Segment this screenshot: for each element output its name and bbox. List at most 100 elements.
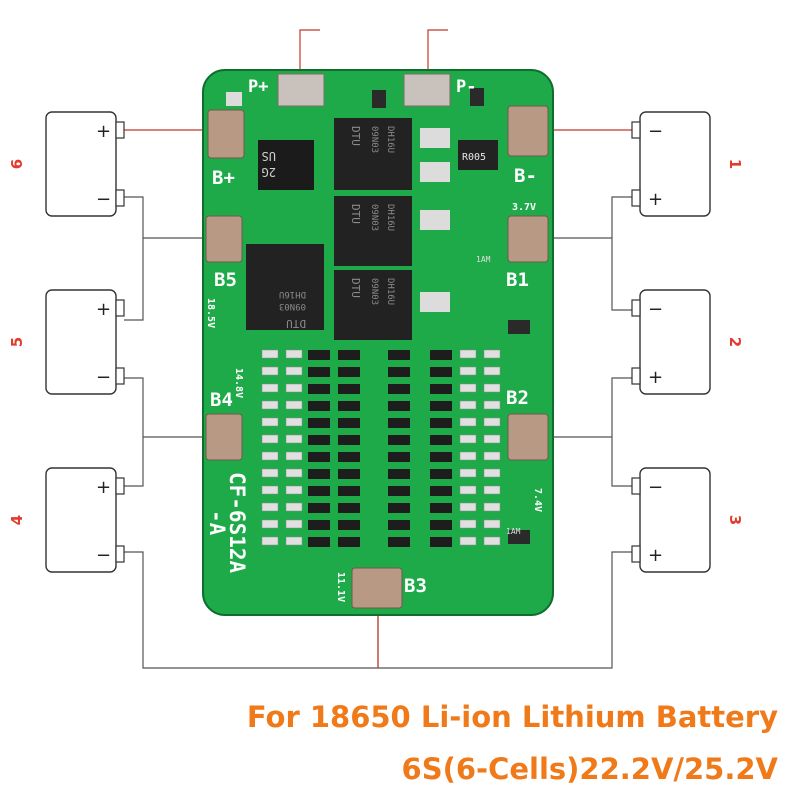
battery-body (45, 467, 117, 573)
b3-pad (351, 567, 403, 609)
v74-silk: 7.4V (532, 488, 543, 512)
smd-ic (338, 350, 360, 360)
b2-silk: B2 (506, 387, 529, 409)
smd-ic (308, 384, 330, 394)
smd-resistor (483, 417, 501, 427)
b5-pad (205, 215, 243, 263)
b1-pad (507, 215, 549, 263)
mosfet-code-2b: DH16U (385, 204, 395, 231)
battery-top-sign: − (648, 121, 663, 142)
battery-top-sign: − (648, 299, 663, 320)
v37-silk: 3.7V (512, 202, 536, 213)
battery-terminal (115, 545, 125, 563)
smd-resistor (285, 400, 303, 410)
smd-ic (430, 384, 452, 394)
cell-number-label: 5 (8, 337, 26, 347)
smd-resistor (459, 366, 477, 376)
smd-resistor (483, 434, 501, 444)
output-leads (299, 29, 448, 88)
smd-resistor (261, 400, 279, 410)
battery-bottom-sign: + (648, 367, 663, 388)
battery-body (45, 111, 117, 217)
smd-resistor (261, 536, 279, 546)
mosfet-code-3b: DH16U (385, 278, 395, 305)
mosfet-code-4a: 09N03 (279, 301, 306, 311)
p-plus-pad (277, 73, 325, 107)
smd-ic (308, 435, 330, 445)
mosfet-code-1b: DH16U (385, 126, 395, 153)
b-plus-pad (207, 109, 245, 159)
battery-terminal (631, 299, 641, 317)
smd-ic (308, 537, 330, 547)
smd-resistor (285, 536, 303, 546)
smd-ic (388, 520, 410, 530)
battery-cell-1: −+1 (631, 111, 744, 217)
battery-terminal (115, 367, 125, 385)
smd-ic (388, 384, 410, 394)
smd-resistor (483, 468, 501, 478)
smd-resistor (459, 434, 477, 444)
b-minus-pad (507, 105, 549, 157)
battery-body (639, 289, 711, 395)
cell-number-label: 1 (726, 159, 744, 169)
smd-resistor (261, 434, 279, 444)
smd-resistor (261, 366, 279, 376)
mosfet-code-4b: DH16U (279, 289, 306, 299)
smd-resistor (261, 451, 279, 461)
smd-ic (308, 401, 330, 411)
smd-ic (388, 503, 410, 513)
battery-top-sign: + (96, 477, 111, 498)
smd-resistor (459, 485, 477, 495)
smd-resistor (459, 468, 477, 478)
smd-ic (338, 503, 360, 513)
smd-resistor (261, 485, 279, 495)
smd-resistor (483, 536, 501, 546)
smd-resistor (459, 451, 477, 461)
cell-number-label: 6 (8, 159, 26, 169)
b2-pad (507, 413, 549, 461)
smd-1am-label-b: 1AM (506, 527, 521, 536)
smd-ic (338, 520, 360, 530)
r005-resistor (458, 140, 498, 170)
mosfet-code-1a: 09N03 (369, 126, 379, 153)
b-minus-silk: B- (514, 165, 537, 187)
caption-line-1: For 18650 Li-ion Lithium Battery (246, 700, 778, 734)
battery-top-sign: − (648, 477, 663, 498)
smd-resistor (459, 400, 477, 410)
smd-resistor (459, 383, 477, 393)
caption-line-2: 6S(6-Cells)22.2V/25.2V (401, 752, 778, 786)
p-plus-silk: P+ (248, 77, 268, 97)
mosfet-code-2a: 09N03 (369, 204, 379, 231)
smd-resistor (483, 502, 501, 512)
smd-resistor (483, 366, 501, 376)
smd-resistor (261, 383, 279, 393)
smd-ic (388, 452, 410, 462)
smd-resistor (459, 417, 477, 427)
battery-cell-2: −+2 (631, 289, 744, 395)
battery-terminal (631, 477, 641, 495)
smd-ic (338, 367, 360, 377)
smd-ic (338, 418, 360, 428)
battery-bottom-sign: + (648, 545, 663, 566)
b4-pad (205, 413, 243, 461)
smd-component-field (261, 349, 501, 547)
mosfet-1 (334, 118, 412, 190)
smd-resistor (459, 536, 477, 546)
mosfet-brand-4: DTU (286, 317, 306, 330)
smd-1am-label-a: 1AM (476, 255, 491, 264)
r005-label: R005 (462, 152, 486, 163)
battery-body (639, 467, 711, 573)
p-minus-pad (403, 73, 451, 107)
smd-resistor (459, 502, 477, 512)
smd-ic (430, 418, 452, 428)
battery-terminal (115, 189, 125, 207)
smd-ic (338, 384, 360, 394)
smd-ic (430, 435, 452, 445)
battery-terminal (115, 299, 125, 317)
v148-silk: 14.8V (233, 368, 244, 398)
smd-ic (338, 486, 360, 496)
smd-resistor (483, 519, 501, 529)
v185-silk: 18.5V (205, 298, 216, 328)
battery-terminal (631, 545, 641, 563)
